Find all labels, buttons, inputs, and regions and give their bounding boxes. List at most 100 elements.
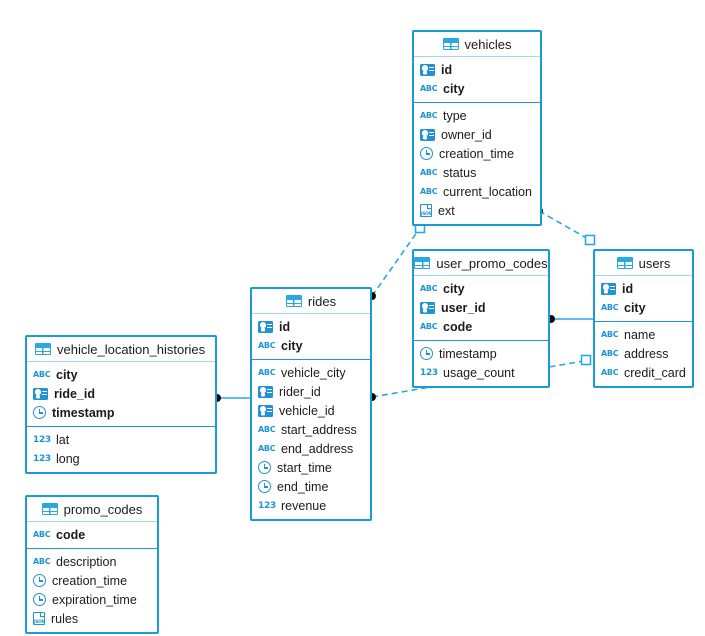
one-side-square-marker (580, 354, 592, 366)
clock-icon (33, 574, 46, 587)
entity-title: vehicles (464, 36, 512, 52)
field[interactable]: end_time (252, 477, 370, 496)
field[interactable]: vehicle_id (252, 401, 370, 420)
key-field[interactable]: ABC city (252, 336, 370, 355)
field-label: vehicle_id (279, 403, 335, 418)
clock-icon (258, 480, 271, 493)
field-label: end_address (281, 441, 354, 456)
field[interactable]: ext (414, 201, 540, 220)
field-label: city (281, 338, 303, 353)
field[interactable]: creation_time (414, 144, 540, 163)
entity-header-users: users (595, 251, 692, 276)
field-label: creation_time (439, 146, 515, 161)
field[interactable]: ABC end_address (252, 439, 370, 458)
field[interactable]: start_time (252, 458, 370, 477)
field-label: rider_id (279, 384, 321, 399)
relationship-upc-to-users[interactable] (547, 315, 593, 323)
entity-header-vehicle_location_histories: vehicle_location_histories (27, 337, 215, 362)
field-label: description (56, 554, 117, 569)
abc-icon: ABC (258, 340, 276, 350)
entity-title: promo_codes (63, 501, 143, 517)
field[interactable]: expiration_time (27, 590, 157, 609)
123-icon: 123 (258, 500, 276, 511)
person-id-icon (601, 282, 616, 295)
abc-icon: ABC (601, 367, 619, 377)
field[interactable]: rider_id (252, 382, 370, 401)
abc-icon: ABC (420, 186, 438, 196)
key-field[interactable]: ride_id (27, 384, 215, 403)
field-label: start_address (281, 422, 357, 437)
field-label: status (443, 165, 477, 180)
abc-icon: ABC (33, 529, 51, 539)
field[interactable]: owner_id (414, 125, 540, 144)
field[interactable]: timestamp (414, 344, 548, 363)
key-field[interactable]: id (414, 60, 540, 79)
key-field[interactable]: id (252, 317, 370, 336)
field-label: id (441, 62, 453, 77)
person-id-icon (420, 63, 435, 76)
key-field[interactable]: id (595, 279, 692, 298)
table-icon (616, 257, 633, 269)
key-field[interactable]: user_id (414, 298, 548, 317)
relationship-vehicles-to-users[interactable] (535, 207, 596, 246)
abc-icon: ABC (258, 443, 276, 453)
abc-icon: ABC (258, 367, 276, 377)
entity-section-columns: ABC description creation_time expiration_ti… (27, 548, 157, 632)
entity-header-promo_codes: promo_codes (27, 497, 157, 522)
json-icon (420, 204, 432, 217)
entity-title: user_promo_codes (436, 255, 548, 271)
person-id-icon (258, 404, 273, 417)
field-label: owner_id (441, 127, 492, 142)
field-label: creation_time (52, 573, 128, 588)
table-icon (414, 257, 431, 269)
field[interactable]: creation_time (27, 571, 157, 590)
field[interactable]: rules (27, 609, 157, 628)
entity-header-vehicles: vehicles (414, 32, 540, 57)
relationship-vlh-to-rides[interactable] (213, 394, 250, 402)
person-id-icon (33, 387, 48, 400)
person-id-icon (420, 301, 435, 314)
field-label: current_location (443, 184, 532, 199)
field[interactable]: ABC description (27, 552, 157, 571)
field-label: usage_count (443, 365, 515, 380)
entity-title: vehicle_location_histories (57, 341, 206, 357)
field-label: timestamp (439, 346, 497, 361)
table-icon (442, 38, 459, 50)
field-label: city (443, 81, 465, 96)
field-label: timestamp (52, 405, 115, 420)
entity-header-rides: rides (252, 289, 370, 314)
key-field[interactable]: timestamp (27, 403, 215, 422)
field[interactable]: ABC current_location (414, 182, 540, 201)
field-label: ext (438, 203, 455, 218)
abc-icon: ABC (33, 556, 51, 566)
field-label: city (443, 281, 465, 296)
